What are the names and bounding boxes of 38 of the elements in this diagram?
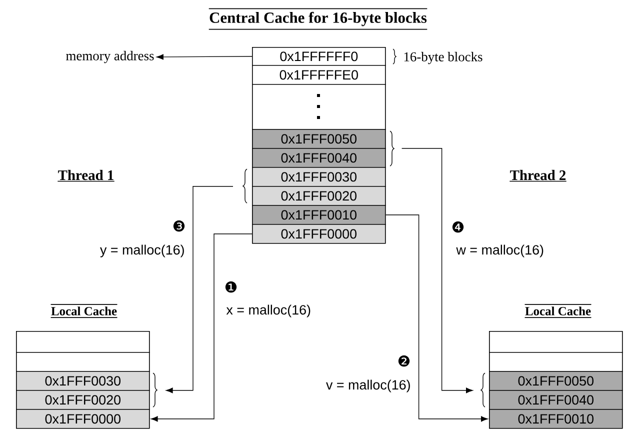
arrow: [150, 234, 252, 422]
memory-cell: [16, 352, 150, 372]
step-number: ❸: [173, 220, 185, 232]
diagram-title: Central Cache for 16-byte blocks: [208, 8, 428, 30]
edge-label: y = malloc(16): [100, 244, 184, 258]
memory-cell: 0x1FFF0050: [252, 129, 386, 149]
axis-label: memory address: [66, 50, 154, 64]
annotation: 16-byte blocks: [404, 52, 482, 64]
arrow: [385, 214, 488, 422]
memory-cell: [16, 331, 150, 353]
cache-heading: Local Cache: [50, 304, 118, 318]
memory-cell: 0x1FFF0010: [489, 409, 623, 429]
memory-cell: 0x1FFF0050: [489, 371, 623, 391]
arrow: [401, 148, 473, 394]
memory-cell: 0x1FFF0010: [252, 205, 386, 225]
memory-cell: 0x1FFF0020: [252, 186, 386, 206]
edge-label: w = malloc(16): [456, 244, 544, 258]
memory-cell: 0x1FFFFFF0: [252, 47, 386, 66]
step-number: ❶: [225, 281, 237, 293]
step-number: ❷: [398, 355, 410, 367]
memory-cell: 0x1FFF0000: [16, 409, 150, 429]
memory-cell: 0x1FFF0030: [16, 371, 150, 391]
edge-label: v = malloc(16): [326, 380, 410, 392]
memory-cell: 0x1FFFFFE0: [252, 65, 386, 85]
thread-heading: Thread 2: [509, 170, 567, 182]
step-number: ❹: [452, 221, 464, 233]
memory-cell: [489, 352, 623, 372]
thread-heading: Thread 1: [57, 170, 115, 182]
memory-cell: 0x1FFF0040: [252, 148, 386, 168]
arrow: [156, 54, 252, 60]
memory-cell: 0x1FFF0030: [252, 167, 386, 187]
memory-cell: 0x1FFF0020: [16, 390, 150, 410]
memory-cell: [489, 331, 623, 353]
memory-cell: 0x1FFF0000: [252, 224, 386, 244]
arrow: [166, 186, 234, 394]
cache-heading: Local Cache: [524, 304, 592, 318]
edge-label: x = malloc(16): [226, 304, 310, 318]
memory-cell: 0x1FFF0040: [489, 390, 623, 410]
